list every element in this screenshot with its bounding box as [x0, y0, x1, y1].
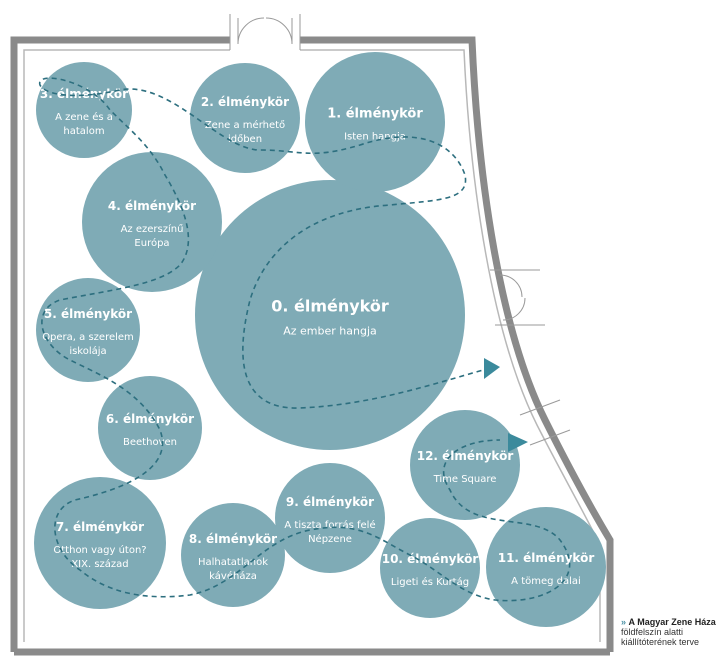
- circle-subtitle: iskolája: [69, 345, 106, 357]
- circle-shape: [195, 180, 465, 450]
- route-end-arrow: [508, 433, 528, 452]
- circle-title: 7. élménykör: [56, 520, 144, 534]
- visitor-route: [39, 77, 571, 602]
- circle-shape: [36, 278, 140, 382]
- building-wall-inner: [23, 49, 601, 642]
- route-start-arrow: [484, 358, 500, 379]
- caption-arrow: »: [621, 617, 627, 627]
- circle-subtitle: Opera, a szerelem: [42, 332, 134, 343]
- circle-title: 8. élménykör: [189, 532, 277, 546]
- circle-subtitle: Otthon vagy úton?: [53, 544, 146, 556]
- circle-subtitle: Európa: [134, 237, 169, 249]
- circle-shape: [34, 477, 166, 609]
- circle-subtitle: Beethoven: [123, 437, 177, 448]
- circle-shape: [36, 62, 132, 158]
- caption: » A Magyar Zene Háza földfelszín alatti …: [621, 617, 724, 647]
- circle-subtitle: A tiszta forrás felé: [284, 519, 375, 531]
- circle-subtitle: Ligeti és Kurtág: [391, 576, 469, 588]
- circle-subtitle: Halhatatlanok: [198, 557, 268, 568]
- circle-title: 2. élménykör: [201, 95, 289, 109]
- circle-subtitle: A tömeg dalai: [511, 576, 581, 587]
- circle-subtitle: Az ember hangja: [283, 325, 377, 338]
- circle-subtitle: A zene és a: [55, 111, 113, 123]
- circle-title: 12. élménykör: [417, 449, 514, 463]
- circle-shape: [486, 507, 606, 627]
- circle-title: 5. élménykör: [44, 307, 132, 321]
- circle-subtitle: Isten hangja: [344, 132, 406, 143]
- circle-subtitle: Zene a mérhető: [205, 119, 285, 131]
- circle-shape: [380, 518, 480, 618]
- circle-title: 0. élménykör: [271, 297, 389, 316]
- building-wall: [10, 36, 614, 652]
- circle-title: 10. élménykör: [382, 552, 479, 566]
- circle-shape: [275, 463, 385, 573]
- circle-subtitle: Time Square: [433, 474, 497, 485]
- caption-text: földfelszín alatti kiállítóterének terve: [621, 627, 700, 647]
- experience-circle-3: 3. élménykör A zene és a hatalom: [36, 62, 132, 158]
- circle-title: 9. élménykör: [286, 495, 374, 509]
- circle-shape: [98, 376, 202, 480]
- side-exit-door: [519, 399, 571, 446]
- circle-shape: [305, 52, 445, 192]
- caption-title: A Magyar Zene Háza: [628, 617, 716, 627]
- circle-subtitle: XIX. század: [71, 558, 128, 570]
- experience-circle-11: 11. élménykör A tömeg dalai: [486, 507, 606, 627]
- circle-shape: [410, 410, 520, 520]
- circle-title: 4. élménykör: [108, 199, 196, 213]
- circle-title: 11. élménykör: [498, 551, 595, 565]
- circle-title: 3. élménykör: [40, 87, 128, 101]
- circle-subtitle: hatalom: [63, 126, 104, 137]
- circle-shape: [82, 152, 222, 292]
- experience-circle-0: 0. élménykör Az ember hangja: [195, 180, 465, 450]
- circle-subtitle: időben: [228, 133, 262, 145]
- circle-subtitle: Az ezerszínű: [121, 223, 184, 235]
- circle-shape: [190, 63, 300, 173]
- side-entrance-door: [490, 269, 545, 326]
- circle-title: 1. élménykör: [327, 107, 423, 122]
- top-entrance-door: [229, 14, 301, 50]
- circle-title: 6. élménykör: [106, 412, 194, 426]
- circle-shape: [181, 503, 285, 607]
- circle-subtitle: Népzene: [308, 533, 352, 545]
